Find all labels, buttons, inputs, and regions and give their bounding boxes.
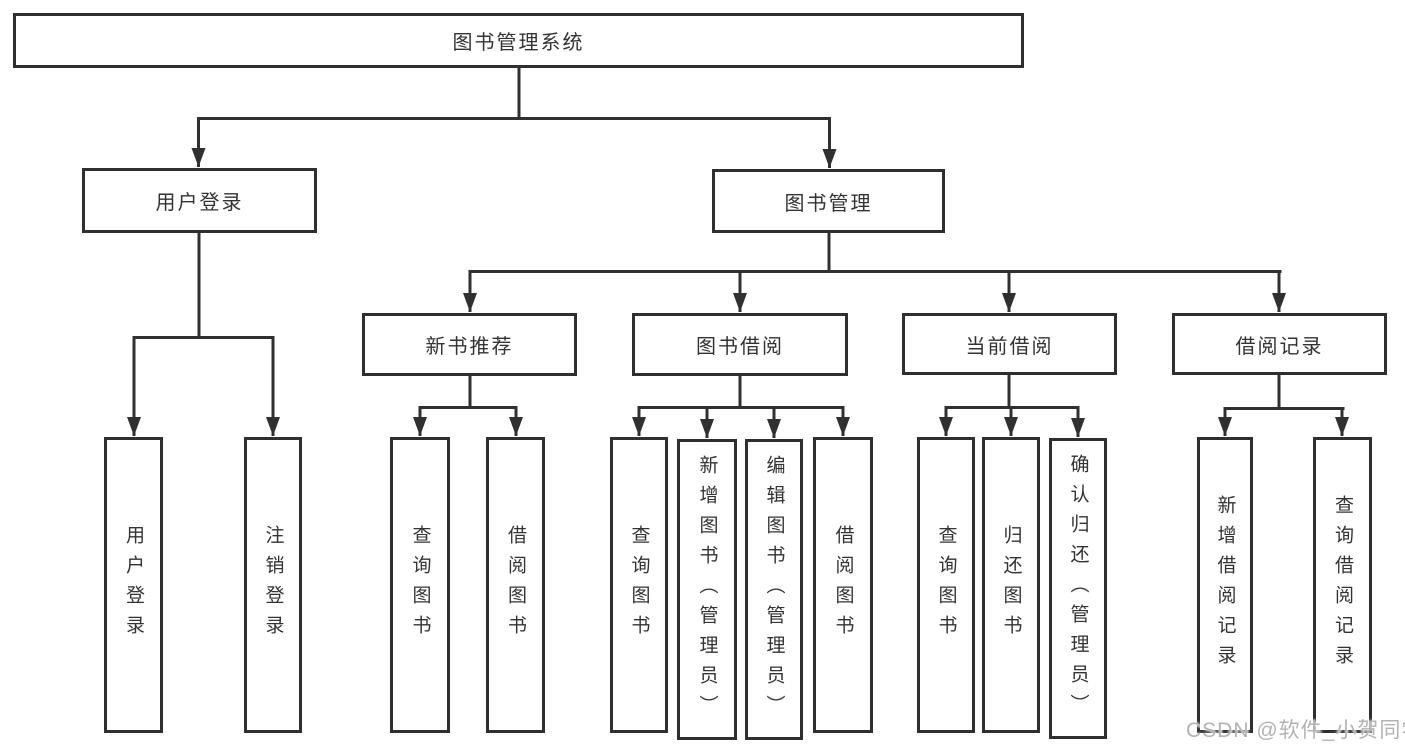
leaf-label: 查询图书 bbox=[409, 525, 431, 645]
leaf-label: 归还图书 bbox=[1000, 525, 1022, 645]
node-library-management-system: 图书管理系统 bbox=[13, 13, 1024, 68]
leaf-borrow-books: 借阅图书 bbox=[486, 437, 545, 733]
node-new-book-recommend: 新书推荐 bbox=[362, 313, 577, 376]
leaf-add-books-admin: 新增图书（管理员） bbox=[677, 439, 737, 740]
leaf-label: 确认归还（管理员） bbox=[1067, 453, 1089, 724]
leaf-add-borrow-record: 新增借阅记录 bbox=[1197, 437, 1253, 733]
node-book-borrow: 图书借阅 bbox=[632, 313, 848, 376]
leaf-query-books: 查询图书 bbox=[390, 437, 450, 733]
node-label: 图书管理 bbox=[784, 192, 873, 215]
node-book-management: 图书管理 bbox=[712, 169, 945, 233]
node-label: 图书管理系统 bbox=[452, 32, 585, 54]
node-current-borrow: 当前借阅 bbox=[902, 313, 1117, 375]
root-to-level2-connector bbox=[191, 68, 837, 168]
node-label: 新书推荐 bbox=[425, 336, 514, 358]
leaf-edit-books-admin: 编辑图书（管理员） bbox=[745, 439, 803, 740]
leaf-query-borrow-record: 查询借阅记录 bbox=[1313, 437, 1372, 733]
current-borrow-children-connector bbox=[939, 375, 1085, 437]
new-book-children-connector bbox=[413, 376, 523, 436]
leaf-label: 查询图书 bbox=[935, 525, 957, 645]
leaf-label: 用户登录 bbox=[123, 525, 144, 645]
leaf-user-login: 用户登录 bbox=[104, 437, 163, 733]
node-label: 借阅记录 bbox=[1235, 335, 1324, 358]
leaf-label: 注销登录 bbox=[262, 525, 284, 645]
node-user-login: 用户登录 bbox=[82, 168, 317, 233]
leaf-label: 新增图书（管理员） bbox=[696, 454, 718, 725]
node-label: 当前借阅 bbox=[965, 335, 1054, 358]
leaf-confirm-return-admin: 确认归还（管理员） bbox=[1049, 438, 1107, 739]
node-label: 用户登录 bbox=[155, 192, 244, 214]
leaf-borrow-books: 借阅图书 bbox=[813, 437, 873, 733]
borrow-record-children-connector bbox=[1218, 375, 1349, 436]
leaf-return-books: 归还图书 bbox=[982, 437, 1040, 733]
leaf-logout: 注销登录 bbox=[244, 437, 302, 733]
leaf-query-books: 查询图书 bbox=[610, 437, 668, 733]
csdn-watermark: CSDN @软件_小贺同学 bbox=[1186, 719, 1405, 742]
leaf-label: 新增借阅记录 bbox=[1214, 495, 1236, 675]
leaf-label: 借阅图书 bbox=[505, 525, 526, 645]
node-label: 图书借阅 bbox=[696, 336, 784, 358]
book-mgmt-to-level3-connector bbox=[463, 233, 1286, 312]
leaf-label: 编辑图书（管理员） bbox=[763, 454, 785, 725]
leaf-query-books: 查询图书 bbox=[917, 437, 975, 733]
user-login-children-connector bbox=[127, 233, 280, 436]
book-borrow-children-connector bbox=[632, 376, 850, 438]
node-borrow-record: 借阅记录 bbox=[1172, 313, 1387, 375]
leaf-label: 查询图书 bbox=[628, 525, 650, 645]
leaf-label: 借阅图书 bbox=[832, 525, 854, 645]
leaf-label: 查询借阅记录 bbox=[1332, 495, 1353, 675]
